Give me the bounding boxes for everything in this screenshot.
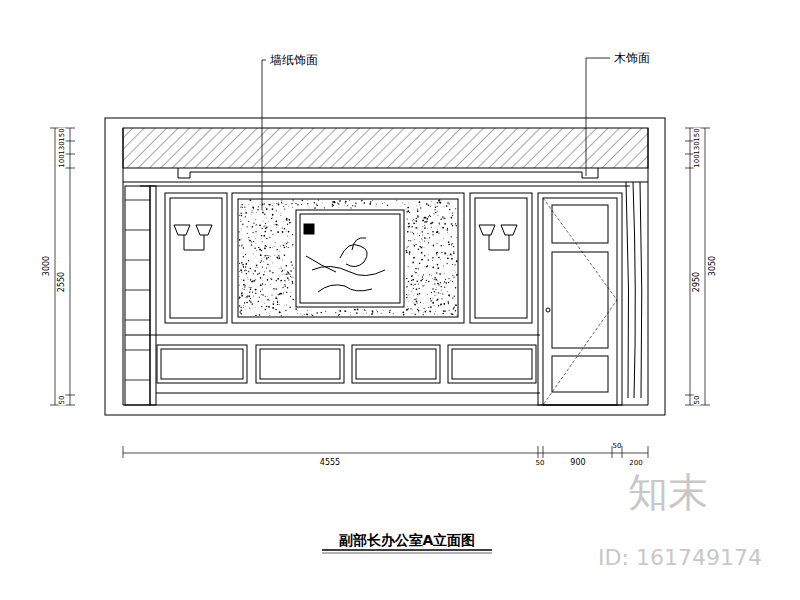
dimension-text: 50 xyxy=(613,443,622,450)
dimension-text: 2950 xyxy=(693,271,701,293)
shelf xyxy=(125,186,150,405)
lotus-painting xyxy=(306,238,385,292)
material-callout: 木饰面 xyxy=(614,52,650,64)
wall-panel xyxy=(165,193,227,323)
wallpaper-panel xyxy=(232,193,464,323)
wallpaper-texture xyxy=(239,199,458,316)
material-callout: 墙纸饰面 xyxy=(270,54,318,66)
wall-panel xyxy=(470,193,532,323)
leader-line xyxy=(262,60,266,210)
dimension-text: 100 xyxy=(59,153,66,168)
dimension-text: 50 xyxy=(59,395,66,406)
wainscot-panel xyxy=(157,345,247,383)
dimension-text: 4555 xyxy=(320,459,340,467)
leader-line xyxy=(586,58,610,176)
dimension-lines xyxy=(50,128,710,458)
shelf-lines xyxy=(125,200,150,380)
wall-sconce xyxy=(174,225,517,250)
watermark: ID: 161749174 xyxy=(598,547,762,569)
dimension-text: 900 xyxy=(570,459,585,467)
sheet-frame xyxy=(105,118,665,415)
door xyxy=(538,193,622,405)
cornice xyxy=(178,168,598,178)
curtain xyxy=(626,182,642,398)
watermark: 知末 xyxy=(628,472,708,512)
dimension-text: 100 xyxy=(694,153,701,168)
dimension-text: 2550 xyxy=(58,271,66,293)
painting xyxy=(296,210,404,307)
dimension-text: 3000 xyxy=(43,255,51,277)
dimension-text: 50 xyxy=(694,395,701,406)
ceiling-hatch xyxy=(123,128,648,168)
drawing-title: 副部长办公室A立面图 xyxy=(339,533,476,547)
dimension-text: 50 xyxy=(536,460,545,467)
dimension-text: 3050 xyxy=(709,255,717,277)
dimension-text: 200 xyxy=(629,460,642,467)
